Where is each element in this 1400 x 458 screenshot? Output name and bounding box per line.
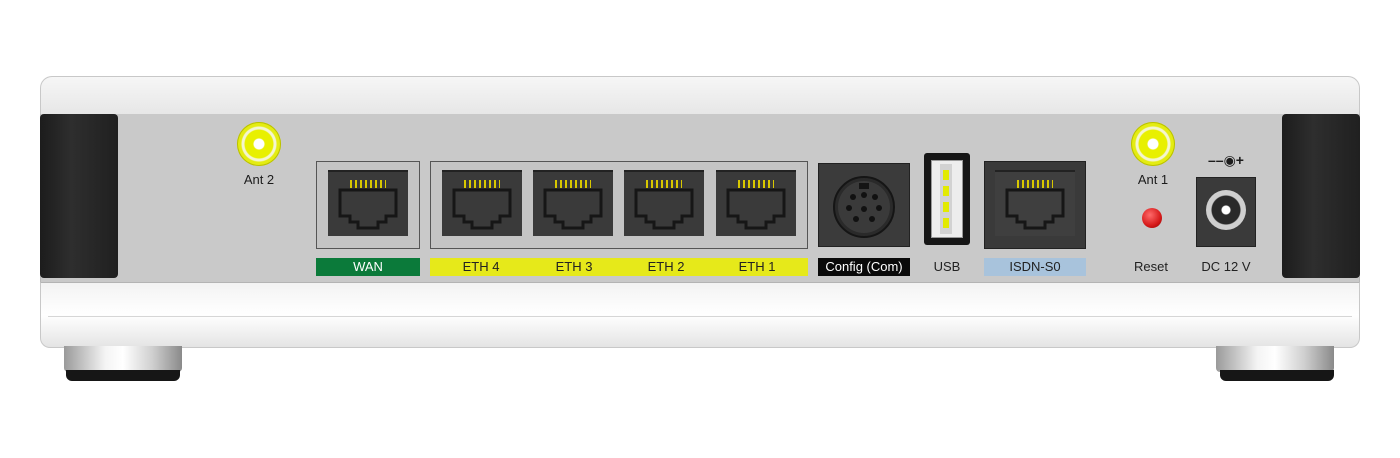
dc-power-label: DC 12 V <box>1201 259 1251 274</box>
eth-label-strip <box>430 258 808 276</box>
rj45-socket-icon <box>543 188 603 230</box>
left-foot-base <box>66 370 180 381</box>
eth3-label: ETH 3 <box>555 259 593 274</box>
reset-label: Reset <box>1134 259 1168 274</box>
config-com-label: Config (Com) <box>818 258 910 276</box>
isdn-s0-label: ISDN-S0 <box>984 258 1086 276</box>
power-polarity-icon: ––◉+ <box>1208 152 1244 168</box>
wan-label: WAN <box>316 258 420 276</box>
rj45-socket-icon <box>452 188 512 230</box>
usb-pin <box>943 170 949 180</box>
eth1-rj45-port[interactable] <box>716 170 796 236</box>
wan-rj45-port[interactable] <box>328 170 408 236</box>
reset-button[interactable] <box>1142 208 1162 228</box>
rj45-socket-icon <box>1005 188 1065 230</box>
antenna-2-label: Ant 2 <box>243 172 275 187</box>
usb-pin <box>943 202 949 212</box>
shell-seam <box>48 316 1352 317</box>
antenna-1-label: Ant 1 <box>1137 172 1169 187</box>
left-foot <box>64 346 182 372</box>
right-bumper <box>1282 114 1360 278</box>
usb-pin <box>943 186 949 196</box>
right-foot-base <box>1220 370 1334 381</box>
mini-din-socket-icon <box>833 176 895 238</box>
left-bumper <box>40 114 118 278</box>
eth2-label: ETH 2 <box>647 259 685 274</box>
antenna-1-connector[interactable] <box>1131 122 1175 166</box>
isdn-s0-port[interactable] <box>995 170 1075 236</box>
rj45-socket-icon <box>338 188 398 230</box>
dc-jack-socket <box>1206 190 1246 230</box>
eth2-rj45-port[interactable] <box>624 170 704 236</box>
antenna-2-connector[interactable] <box>237 122 281 166</box>
rj45-socket-icon <box>726 188 786 230</box>
eth1-label: ETH 1 <box>738 259 776 274</box>
device-top-shell <box>40 76 1360 116</box>
eth4-label: ETH 4 <box>462 259 500 274</box>
usb-pin <box>943 218 949 228</box>
rj45-socket-icon <box>634 188 694 230</box>
usb-label: USB <box>933 259 961 274</box>
eth3-rj45-port[interactable] <box>533 170 613 236</box>
right-foot <box>1216 346 1334 372</box>
config-com-port[interactable] <box>818 163 910 247</box>
usb-port-tongue <box>940 164 952 234</box>
eth4-rj45-port[interactable] <box>442 170 522 236</box>
device-bottom-shell <box>40 282 1360 348</box>
